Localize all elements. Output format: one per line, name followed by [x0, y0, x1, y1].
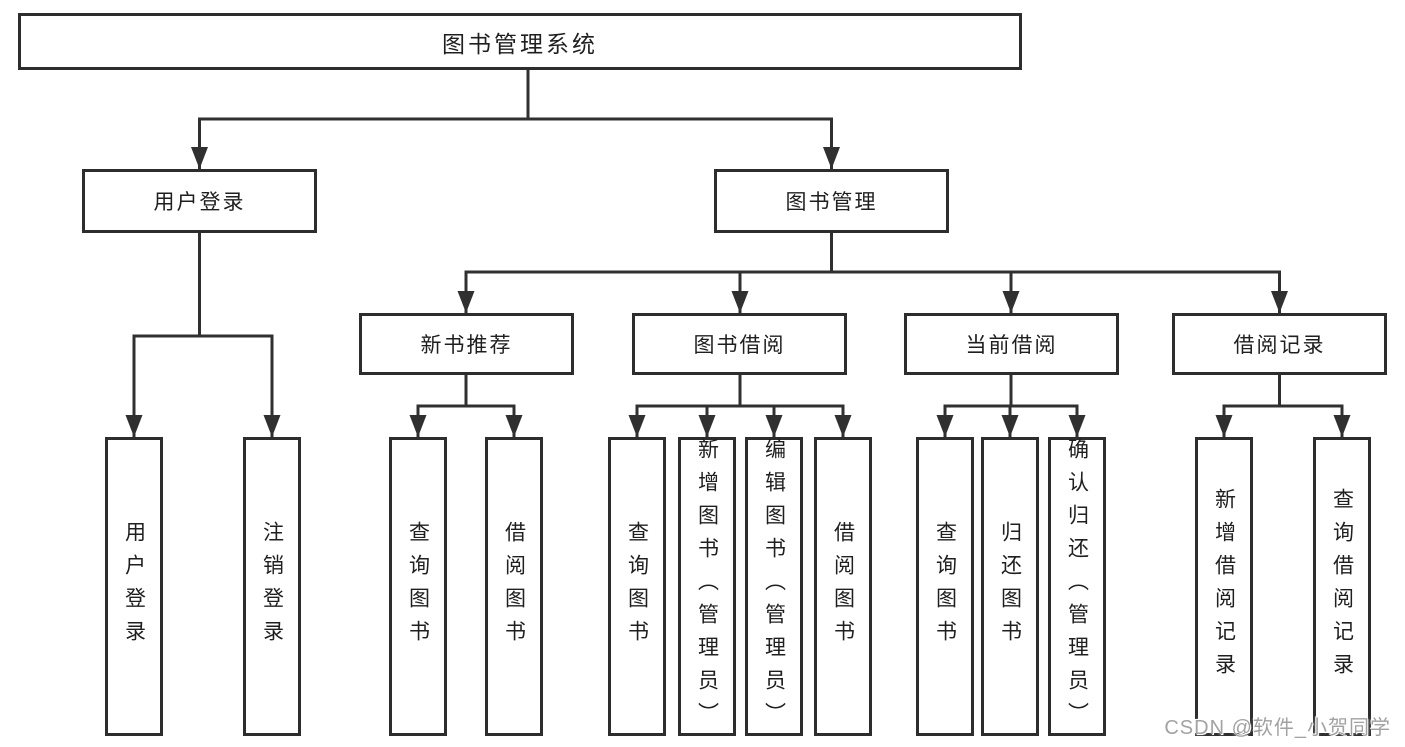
- leaf-confirm-return-admin: 确认归还（管理员）: [1048, 437, 1106, 736]
- node-new-book-recommendation: 新书推荐: [359, 313, 574, 375]
- leaf-edit-book-admin: 编辑图书（管理员）: [745, 437, 803, 736]
- node-label: 当前借阅: [965, 334, 1058, 357]
- leaf-label: 查询图书: [406, 520, 430, 653]
- leaf-borrow-books-recommend: 借阅图书: [485, 437, 543, 736]
- leaf-return-books: 归还图书: [981, 437, 1039, 736]
- node-label: 图书借阅: [693, 334, 786, 357]
- leaf-label: 借阅图书: [502, 520, 526, 653]
- leaf-label: 新增借阅记录: [1212, 487, 1236, 686]
- leaf-label: 确认归还（管理员）: [1065, 438, 1089, 735]
- leaf-query-borrow-record: 查询借阅记录: [1313, 437, 1371, 736]
- node-label: 图书管理: [785, 191, 878, 214]
- node-label: 图书管理系统: [442, 30, 598, 57]
- node-label: 新书推荐: [420, 334, 513, 357]
- leaf-label: 注销登录: [260, 520, 284, 653]
- leaf-add-book-admin: 新增图书（管理员）: [678, 437, 736, 736]
- node-current-borrowing: 当前借阅: [904, 313, 1119, 375]
- leaf-label: 借阅图书: [831, 520, 855, 653]
- leaf-label: 用户登录: [122, 520, 146, 653]
- leaf-query-books-borrowing: 查询图书: [608, 437, 666, 736]
- tree-elbow-segments: [132, 68, 1344, 408]
- csdn-watermark: CSDN @软件_小贺同学: [1164, 717, 1391, 739]
- node-book-borrowing: 图书借阅: [632, 313, 847, 375]
- node-borrowing-records: 借阅记录: [1172, 313, 1387, 375]
- leaf-query-books-current: 查询图书: [916, 437, 974, 736]
- leaf-label: 查询借阅记录: [1330, 487, 1354, 686]
- node-user-login: 用户登录: [82, 169, 317, 233]
- leaf-label: 查询图书: [625, 520, 649, 653]
- leaf-borrow-books: 借阅图书: [814, 437, 872, 736]
- leaf-query-books-recommend: 查询图书: [389, 437, 447, 736]
- node-library-management-system: 图书管理系统: [18, 13, 1022, 70]
- leaf-add-borrow-record: 新增借阅记录: [1195, 437, 1253, 736]
- node-label: 借阅记录: [1233, 334, 1326, 357]
- leaf-label: 查询图书: [933, 520, 957, 653]
- leaf-label: 归还图书: [998, 520, 1022, 653]
- leaf-logout: 注销登录: [243, 437, 301, 736]
- arrow-connectors: [125, 119, 1351, 437]
- leaf-user-login: 用户登录: [105, 437, 163, 736]
- node-book-management: 图书管理: [714, 169, 949, 233]
- node-label: 用户登录: [153, 191, 246, 214]
- leaf-label: 新增图书（管理员）: [695, 438, 719, 735]
- leaf-label: 编辑图书（管理员）: [762, 438, 786, 735]
